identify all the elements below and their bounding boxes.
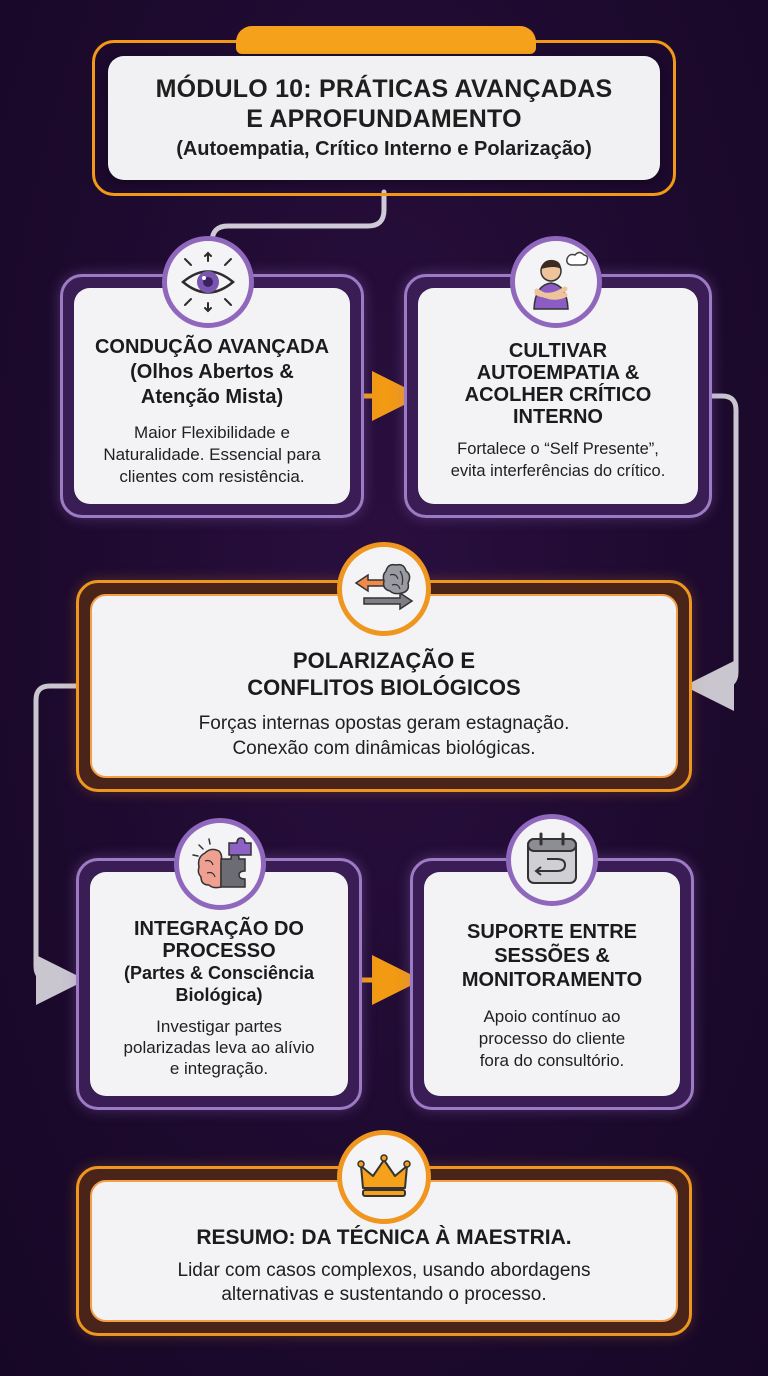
step3-heading-line1: POLARIZAÇÃO E <box>292 648 476 673</box>
summary-card: RESUMO: DA TÉCNICA À MAESTRIA. Lidar com… <box>90 1180 678 1322</box>
calendar-icon <box>527 832 577 884</box>
step2-heading-line3: ACOLHER CRÍTICO <box>464 384 652 406</box>
summary-heading: RESUMO: DA TÉCNICA À MAESTRIA. <box>196 1226 572 1249</box>
step4-heading-line2: PROCESSO <box>162 939 276 962</box>
step2-icon-circle <box>510 236 602 328</box>
connector-title-to-step1 <box>209 189 387 255</box>
step4-text-line3: e integração. <box>169 1058 269 1078</box>
step1-heading-line3: Atenção Mista) <box>140 385 284 408</box>
connector-step2-to-step3 <box>684 393 739 711</box>
summary-text-line2: alternativas e sustentando o processo. <box>221 1284 547 1305</box>
page-title-line2: E APROFUNDAMENTO <box>246 105 522 133</box>
title-card: MÓDULO 10: PRÁTICAS AVANÇADAS E APROFUND… <box>108 56 660 180</box>
step1-text-line1: Maior Flexibilidade e <box>134 422 290 442</box>
step2-text-line1: Fortalece o “Self Presente”, <box>457 440 659 458</box>
step4-heading-line3: (Partes & Consciência <box>123 962 315 983</box>
step1-icon-circle <box>162 236 254 328</box>
step2-heading-line1: CULTIVAR <box>508 340 608 362</box>
step4-heading-line4: Biológica) <box>175 984 263 1005</box>
step5-heading-line2: SESSÕES & <box>494 945 610 967</box>
summary-text-line1: Lidar com casos complexos, usando aborda… <box>177 1260 591 1281</box>
brain-arrows-icon <box>354 563 414 611</box>
step2-heading-line4: INTERNO <box>512 406 603 428</box>
crown-icon <box>357 1154 411 1197</box>
page-subtitle: (Autoempatia, Crítico Interno e Polariza… <box>176 138 592 160</box>
step2-text-line2: evita interferências do crítico. <box>450 462 666 480</box>
step5-text-line1: Apoio contínuo ao <box>483 1007 621 1026</box>
summary-icon-circle <box>337 1130 431 1224</box>
step1-heading-line1: CONDUÇÃO AVANÇADA <box>94 335 330 358</box>
eye-icon <box>181 251 235 313</box>
step1-heading-line2: (Olhos Abertos & <box>130 360 294 383</box>
step5-heading-line1: SUPORTE ENTRE <box>466 921 638 943</box>
brain-puzzle-icon <box>192 837 252 889</box>
connector-step3-to-step4 <box>33 683 86 1005</box>
step4-text-line1: Investigar partes <box>156 1016 282 1036</box>
self-hug-icon <box>533 251 589 310</box>
step4-heading-line1: INTEGRAÇÃO DO <box>133 917 304 940</box>
step3-text-line2: Conexão com dinâmicas biológicas. <box>232 738 536 759</box>
step5-text-line2: processo do cliente <box>478 1029 626 1048</box>
step5-heading-line3: MONITORAMENTO <box>461 969 643 991</box>
step1-text-line2: Naturalidade. Essencial para <box>103 444 321 464</box>
step3-icon-circle <box>337 542 431 636</box>
step3-text-line1: Forças internas opostas geram estagnação… <box>198 713 570 734</box>
step4-text-line2: polarizadas leva ao alívio <box>123 1037 315 1057</box>
title-tab <box>236 26 536 54</box>
step5-icon-circle <box>506 814 598 906</box>
step3-heading-line2: CONFLITOS BIOLÓGICOS <box>247 675 521 700</box>
step1-text-line3: clientes com resistência. <box>119 466 305 486</box>
step5-text-line3: fora do consultório. <box>479 1051 625 1070</box>
step5-card: SUPORTE ENTRE SESSÕES & MONITORAMENTO Ap… <box>424 872 680 1096</box>
step2-heading-line2: AUTOEMPATIA & <box>476 362 640 384</box>
step4-icon-circle <box>174 818 266 910</box>
page-title-line1: MÓDULO 10: PRÁTICAS AVANÇADAS <box>155 75 613 103</box>
step1-card: CONDUÇÃO AVANÇADA (Olhos Abertos & Atenç… <box>74 288 350 504</box>
